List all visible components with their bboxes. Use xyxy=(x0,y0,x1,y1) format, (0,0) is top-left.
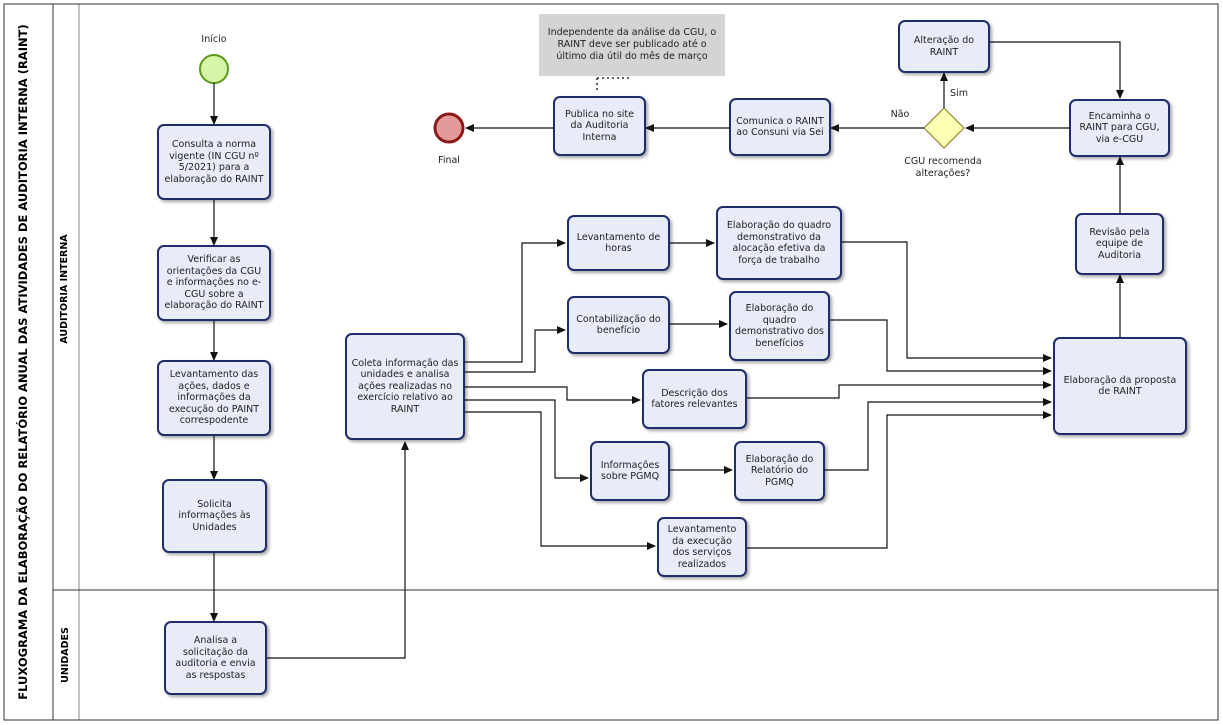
task-quadro-forca: Elaboração do quadro demonstrativo da al… xyxy=(716,206,842,280)
task-verificar: Verificar as orientações da CGU e inform… xyxy=(157,245,271,321)
lane-title-unidades: UNIDADES xyxy=(60,627,71,683)
edge-alteracao-encaminha xyxy=(990,41,1124,99)
edge-coleta-levhoras xyxy=(465,239,566,363)
end-label: Final xyxy=(438,155,460,166)
edge-coleta-descricao xyxy=(465,386,641,404)
task-contabilizacao: Contabilização do benefício xyxy=(567,296,670,354)
edge-descricao-proposta xyxy=(747,381,1052,399)
task-descricao: Descrição dos fatores relevantes xyxy=(642,369,747,429)
task-comunica: Comunica o RAINT ao Consuni via Sei xyxy=(729,98,831,156)
gateway-yes-label: Sim xyxy=(950,88,968,99)
end-event xyxy=(433,112,465,144)
task-lev-horas: Levantamento de horas xyxy=(567,215,670,271)
task-analisa: Analisa a solicitação da auditoria e env… xyxy=(164,621,267,695)
gateway-no-label: Não xyxy=(890,109,910,120)
gateway-diamond xyxy=(923,107,965,149)
edge-coleta-levservicos xyxy=(465,411,656,550)
task-relatorio-pgmq: Elaboração do Relatório do PGMQ xyxy=(734,441,825,501)
edge-coleta-contabilizacao xyxy=(465,326,566,373)
task-proposta: Elaboração da proposta de RAINT xyxy=(1053,337,1187,435)
task-coleta: Coleta informação das unidades e analisa… xyxy=(345,333,465,440)
gateway-label: CGU recomenda alterações? xyxy=(904,156,982,179)
task-alteracao: Alteração do RAINT xyxy=(898,20,990,73)
task-quadro-beneficios: Elaboração do quadro demonstrativo dos b… xyxy=(729,291,830,361)
start-label: Início xyxy=(201,34,227,45)
task-solicita: Solicita informações às Unidades xyxy=(162,479,267,553)
annotation-note: Independente da análise da CGU, o RAINT … xyxy=(539,14,725,76)
task-encaminha: Encaminha o RAINT para CGU, via e-CGU xyxy=(1069,99,1170,157)
task-levantamento-acoes: Levantamento das ações, dados e informaç… xyxy=(157,360,271,436)
task-info-pgmq: Informações sobre PGMQ xyxy=(590,441,670,501)
edge-quadrobeneficios-proposta xyxy=(830,319,1052,375)
task-lev-servicos: Levantamento da execução dos serviços re… xyxy=(657,517,747,577)
edge-relatoriopgmq-proposta xyxy=(825,398,1052,471)
task-consulta: Consulta a norma vigente (IN CGU nº 5/20… xyxy=(157,124,271,200)
task-publica: Publica no site da Auditoria Interna xyxy=(553,96,646,156)
edge-analisa-coleta xyxy=(267,441,409,659)
pool-title: FLUXOGRAMA DA ELABORAÇÃO DO RELATÓRIO AN… xyxy=(16,24,30,700)
edge-coleta-infopgmq xyxy=(465,399,589,482)
edge-levservicos-proposta xyxy=(747,411,1052,549)
lane-title-auditoria: AUDITORIA INTERNA xyxy=(59,234,70,344)
edge-quadroforca-proposta xyxy=(842,241,1052,362)
start-event xyxy=(199,54,229,84)
task-revisao: Revisão pela equipe de Auditoria xyxy=(1075,213,1164,275)
